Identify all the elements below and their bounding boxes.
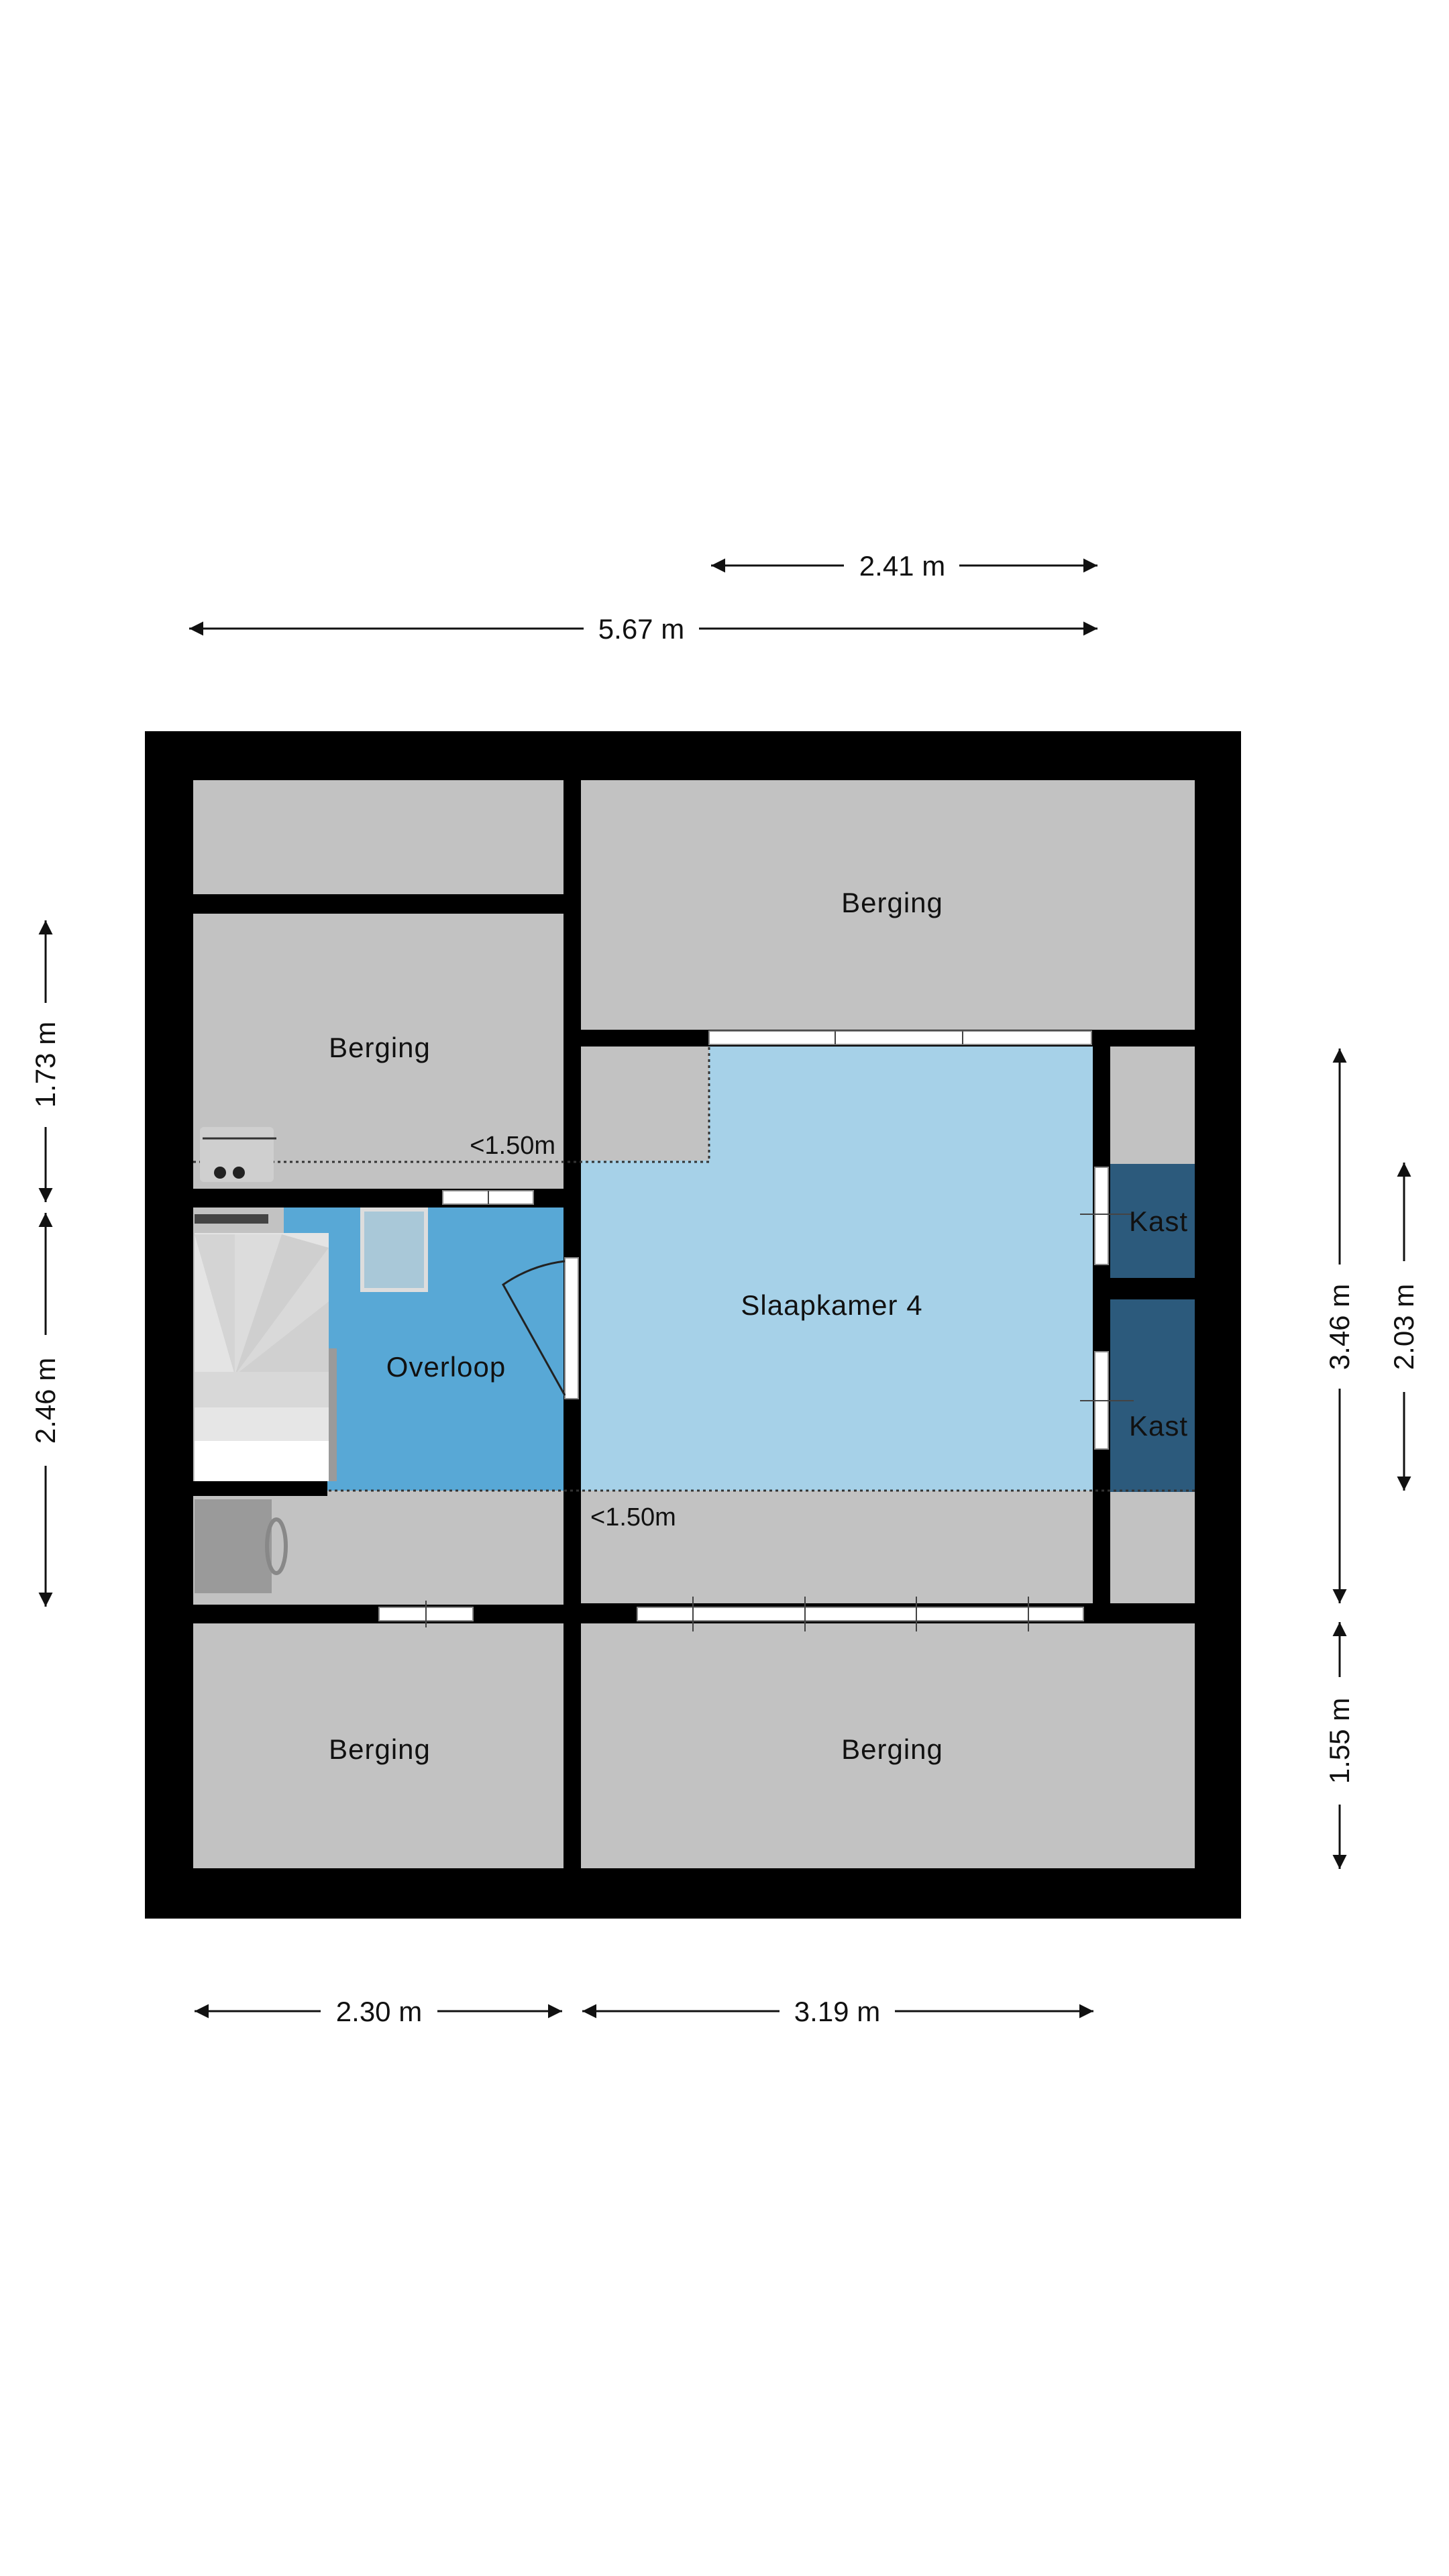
sink-icon [200, 1127, 276, 1182]
dim-label-left-lower: 2.46 m [30, 1358, 61, 1444]
dim-label-left-upper: 1.73 m [30, 1022, 61, 1108]
bedroom-floor [581, 1161, 1093, 1491]
storage-bottom-left-floor [193, 1623, 564, 1868]
wall-top-left-divider [193, 894, 564, 914]
closet-door-upper [1094, 1167, 1109, 1265]
room-label-berging-top-right: Berging [841, 887, 943, 918]
skylight [360, 1208, 428, 1292]
dim-label-top-long: 5.67 m [598, 613, 684, 645]
boiler-icon [195, 1499, 288, 1593]
bedroom-door-swing [502, 1260, 566, 1396]
slope-line-upper [193, 1046, 710, 1163]
height-note-upper: <1.50m [470, 1132, 555, 1160]
shelf-bar [195, 1214, 268, 1224]
staircase [195, 1233, 337, 1481]
wall-stair-under [193, 1481, 327, 1496]
dim-label-right-inner: 2.03 m [1388, 1284, 1419, 1370]
wall-bedroom-right [1093, 1046, 1110, 1603]
dim-label-bottom-left: 2.30 m [336, 1996, 422, 2027]
room-label-kast-upper: Kast [1129, 1205, 1188, 1237]
closet-lower [1110, 1299, 1195, 1492]
storage-top-left-floor [193, 780, 564, 894]
wall-closet-divider [1110, 1278, 1195, 1299]
dim-label-right-low: 1.55 m [1324, 1698, 1355, 1784]
dim-label-top-short: 2.41 m [859, 550, 945, 582]
storage-top-right-floor [581, 780, 1195, 1030]
bedroom-door-frame [564, 1257, 579, 1399]
room-label-overloop: Overloop [386, 1351, 506, 1383]
window-bottom-right [637, 1607, 1084, 1621]
bedroom-floor-top-ext [709, 1046, 1093, 1162]
dim-label-bottom-right: 3.19 m [794, 1996, 880, 2027]
room-label-berging-left: Berging [329, 1032, 431, 1063]
room-label-berging-bottom-left: Berging [329, 1733, 431, 1765]
room-label-berging-bottom-right: Berging [841, 1733, 943, 1765]
height-note-lower: <1.50m [590, 1503, 676, 1532]
closet-upper [1110, 1164, 1195, 1278]
window-bedroom-top [708, 1030, 1092, 1045]
room-label-slaapkamer: Slaapkamer 4 [741, 1289, 922, 1321]
dim-label-right-mid: 3.46 m [1324, 1284, 1355, 1370]
room-label-kast-lower: Kast [1129, 1410, 1188, 1442]
storage-bottom-right-floor [581, 1623, 1195, 1868]
